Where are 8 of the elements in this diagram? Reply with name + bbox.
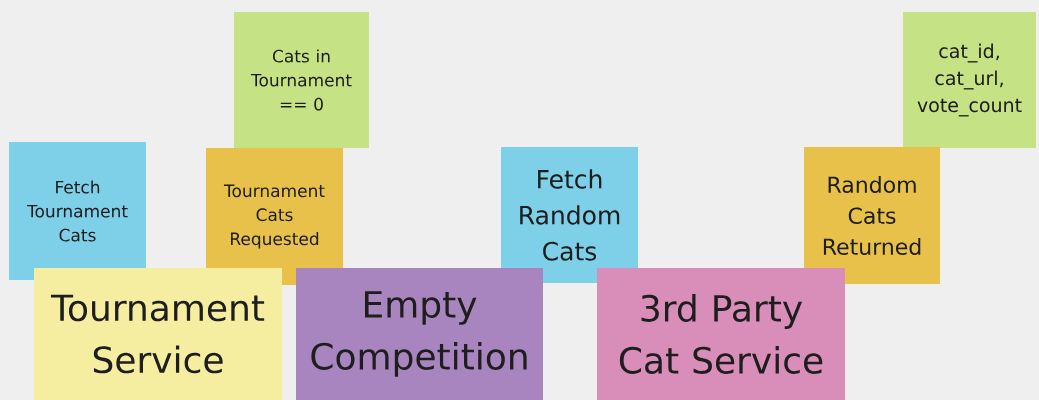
sticky-note: 3rd Party Cat Service: [597, 268, 845, 400]
sticky-note: Cats in Tournament == 0: [234, 12, 369, 148]
sticky-note: Fetch Tournament Cats: [9, 142, 146, 280]
sticky-note: Empty Competition: [296, 268, 543, 400]
sticky-note: Random Cats Returned: [804, 147, 940, 284]
sticky-note: cat_id, cat_url, vote_count: [903, 12, 1036, 148]
sticky-note: Fetch Random Cats: [501, 147, 638, 283]
sticky-note: Tournament Service: [34, 268, 282, 400]
